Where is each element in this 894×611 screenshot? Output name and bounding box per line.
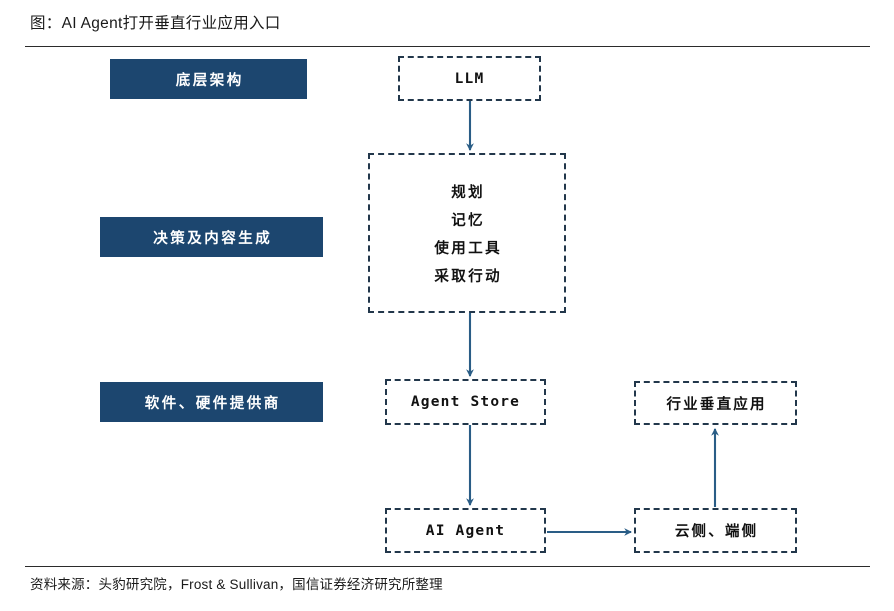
core-capability-item-action: 采取行动 [434,268,502,285]
node-llm: LLM [398,56,541,101]
node-agent-store: Agent Store [385,379,546,425]
core-capability-list: 规划 记忆 使用工具 采取行动 [432,181,502,286]
node-core-capabilities: 规划 记忆 使用工具 采取行动 [368,153,566,313]
divider-bottom [25,566,870,567]
stage-label-providers: 软件、硬件提供商 [100,382,323,422]
core-capability-item-planning: 规划 [451,184,486,201]
node-cloud-edge: 云侧、端侧 [634,508,797,553]
node-ai-agent: AI Agent [385,508,546,553]
divider-top [25,46,870,47]
page-title: 图：AI Agent打开垂直行业应用入口 [30,15,281,32]
figure-source: 资料来源：头豹研究院，Frost & Sullivan，国信证券经济研究所整理 [30,577,443,592]
core-capability-item-tool-use: 使用工具 [434,240,502,257]
node-industry-vertical-app: 行业垂直应用 [634,381,797,425]
core-capability-item-memory: 记忆 [451,212,486,229]
stage-label-decision-content: 决策及内容生成 [100,217,323,257]
stage-label-infrastructure: 底层架构 [110,59,307,99]
